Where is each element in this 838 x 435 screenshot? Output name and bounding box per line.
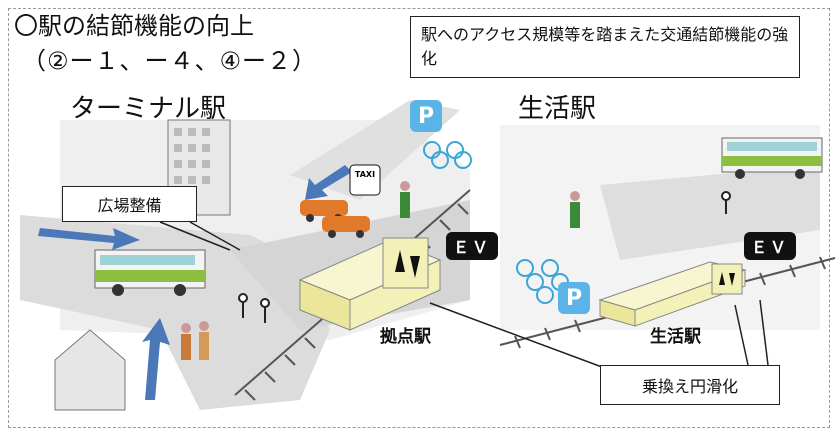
parking-sign-right-bg — [558, 282, 590, 314]
pedestrian-right-body — [570, 202, 580, 228]
access-arrows — [38, 165, 352, 400]
bus-stop-signs-left — [238, 293, 270, 323]
transfer-callout: 乗換え円滑化 — [600, 365, 780, 405]
diagram-frame — [8, 8, 830, 428]
bicycles-left — [423, 141, 472, 169]
life-station-building — [598, 261, 747, 327]
plaza-callout: 広場整備 — [62, 186, 197, 222]
taxi-sign-text: TAXI — [354, 170, 376, 179]
life-station-label: 生活駅 — [650, 327, 701, 347]
ev-sign-hub: ＥＶ — [446, 232, 498, 260]
parking-icon-left: P — [417, 103, 435, 129]
ev-sign-life: ＥＶ — [744, 232, 796, 260]
terminal-station-label: ターミナル駅 — [70, 94, 227, 124]
pedestrians-left — [181, 181, 410, 360]
taxis — [300, 200, 370, 238]
callout-pointers — [159, 221, 769, 371]
building-windows — [174, 128, 210, 184]
house — [54, 329, 126, 411]
taxi-sign — [349, 164, 381, 196]
terminal-area — [20, 100, 472, 411]
bus-left — [94, 249, 206, 296]
hub-station-building — [298, 237, 442, 331]
parking-sign-left-bg — [410, 100, 442, 132]
life-station-heading: 生活駅 — [518, 94, 597, 124]
page-title: 〇駅の結節機能の向上 — [14, 12, 254, 40]
parking-icon-right: P — [565, 285, 583, 311]
bus-right — [721, 137, 823, 179]
pedestrian-right-head — [570, 191, 580, 201]
bus-stop-sign-right — [721, 191, 731, 214]
life-area — [499, 125, 836, 349]
hub-station-label: 拠点駅 — [380, 327, 431, 347]
page-subtitle: （②ー１、ー４、④ー２） — [22, 47, 318, 75]
top-note: 駅へのアクセス規模等を踏まえた交通結節機能の強化 — [410, 16, 800, 78]
